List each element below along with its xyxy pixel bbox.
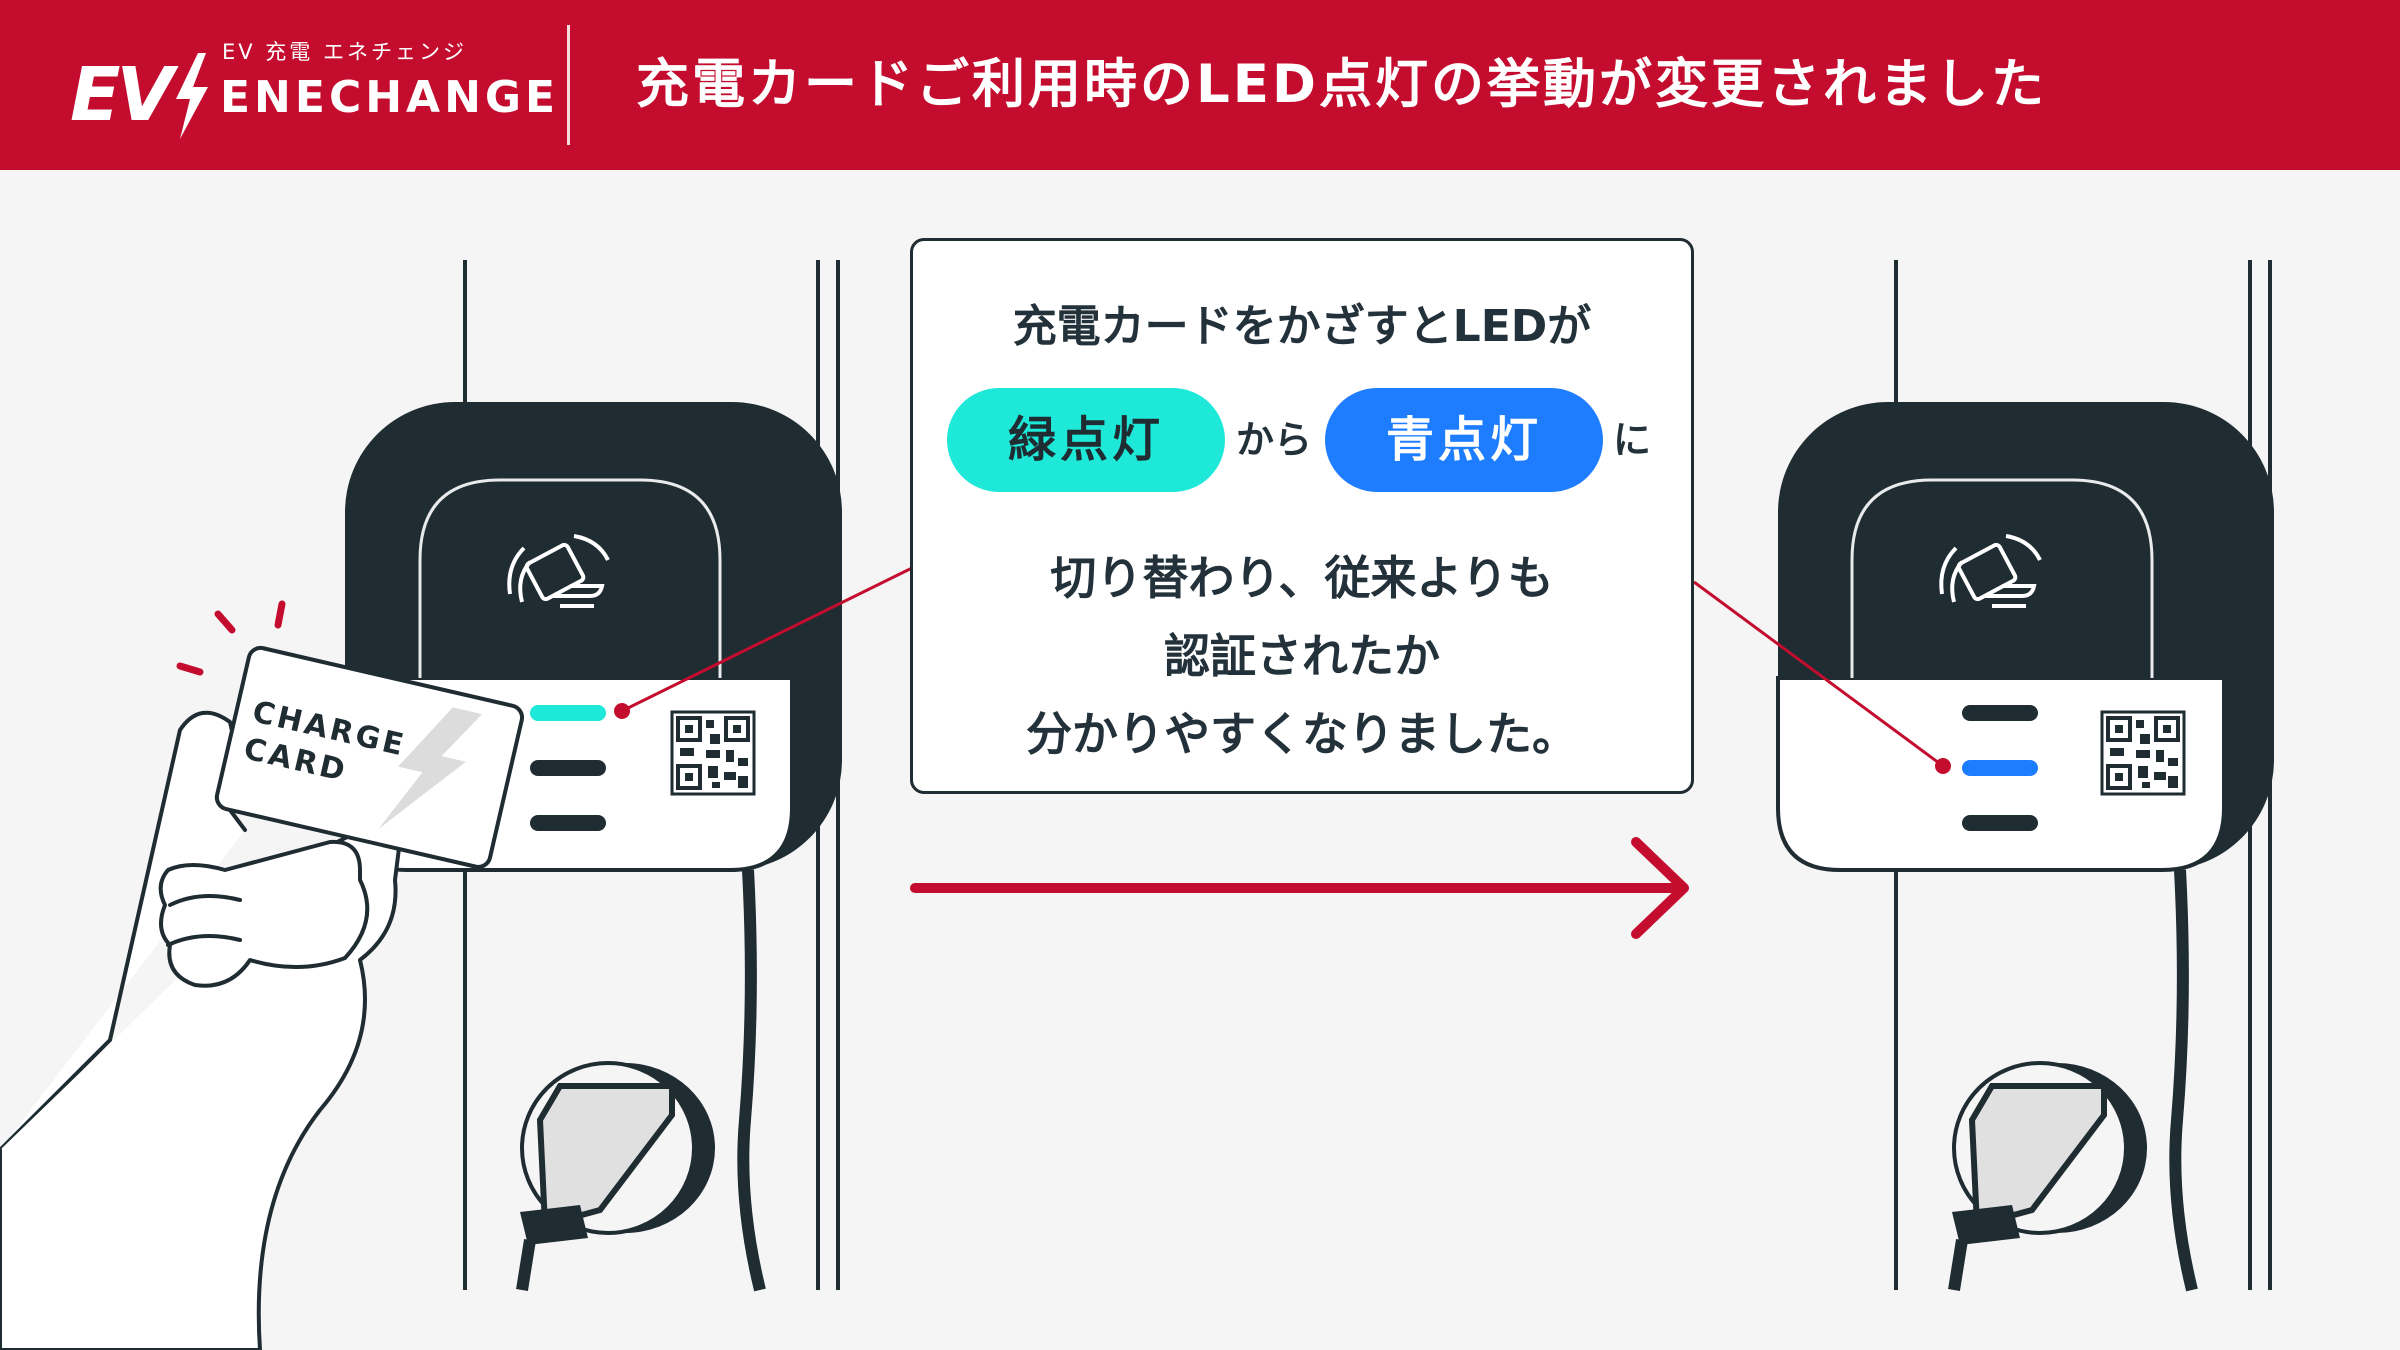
nfc-card-tap-icon — [507, 534, 610, 608]
right-led-indicators — [1962, 705, 2038, 831]
nfc-card-tap-icon — [1939, 534, 2042, 608]
right-led-top — [1962, 705, 2038, 721]
qr-code-icon — [2100, 710, 2186, 796]
page-title: 充電カードご利用時のLED点灯の挙動が変更されました — [636, 54, 2047, 115]
right-led-bottom — [1962, 815, 2038, 831]
right-led-blue — [1962, 760, 2038, 776]
callout-text-line5: 分かりやすくなりました。 — [1026, 707, 1578, 761]
left-led-bottom — [530, 815, 606, 831]
left-led-indicators — [530, 705, 606, 831]
logo-ev-mark: EV — [70, 52, 174, 138]
info-callout-box: 充電カードをかざすとLEDが 緑点灯 から 青点灯 に 切り替わり、従来よりも … — [910, 238, 1694, 794]
enechange-logo[interactable]: EV EV 充電 エネチェンジ ENECHANGE — [70, 35, 555, 139]
qr-code-icon — [670, 710, 756, 796]
callout-word-from: から — [1236, 418, 1313, 462]
logo-wordmark: ENECHANGE — [220, 72, 560, 123]
callout-text-line1: 充電カードをかざすとLEDが — [1012, 301, 1592, 352]
charge-card — [214, 645, 525, 869]
lightning-bolt-icon — [176, 53, 208, 139]
callout-connector-lines — [614, 566, 1951, 774]
right-charging-plug — [1948, 1061, 2147, 1291]
hand-fingers — [158, 839, 370, 988]
callout-text-line3: 切り替わり、従来よりも — [1050, 551, 1554, 605]
left-charging-plug — [516, 1061, 715, 1291]
left-led-middle — [530, 760, 606, 776]
callout-word-to: に — [1613, 418, 1652, 462]
arrow-right-icon — [910, 837, 1689, 939]
tap-motion-marks — [176, 600, 286, 676]
left-led-green — [530, 705, 606, 721]
header-divider — [567, 25, 570, 145]
blue-light-badge: 青点灯 — [1325, 388, 1603, 492]
callout-led-color-row: 緑点灯 から 青点灯 に — [913, 388, 1691, 494]
logo-subtitle: EV 充電 エネチェンジ — [222, 40, 467, 64]
header-banner: EV EV 充電 エネチェンジ ENECHANGE 充電カードご利用時のLED点… — [0, 0, 2400, 170]
green-light-badge: 緑点灯 — [947, 388, 1225, 492]
callout-text-line4: 認証されたか — [1164, 629, 1440, 683]
